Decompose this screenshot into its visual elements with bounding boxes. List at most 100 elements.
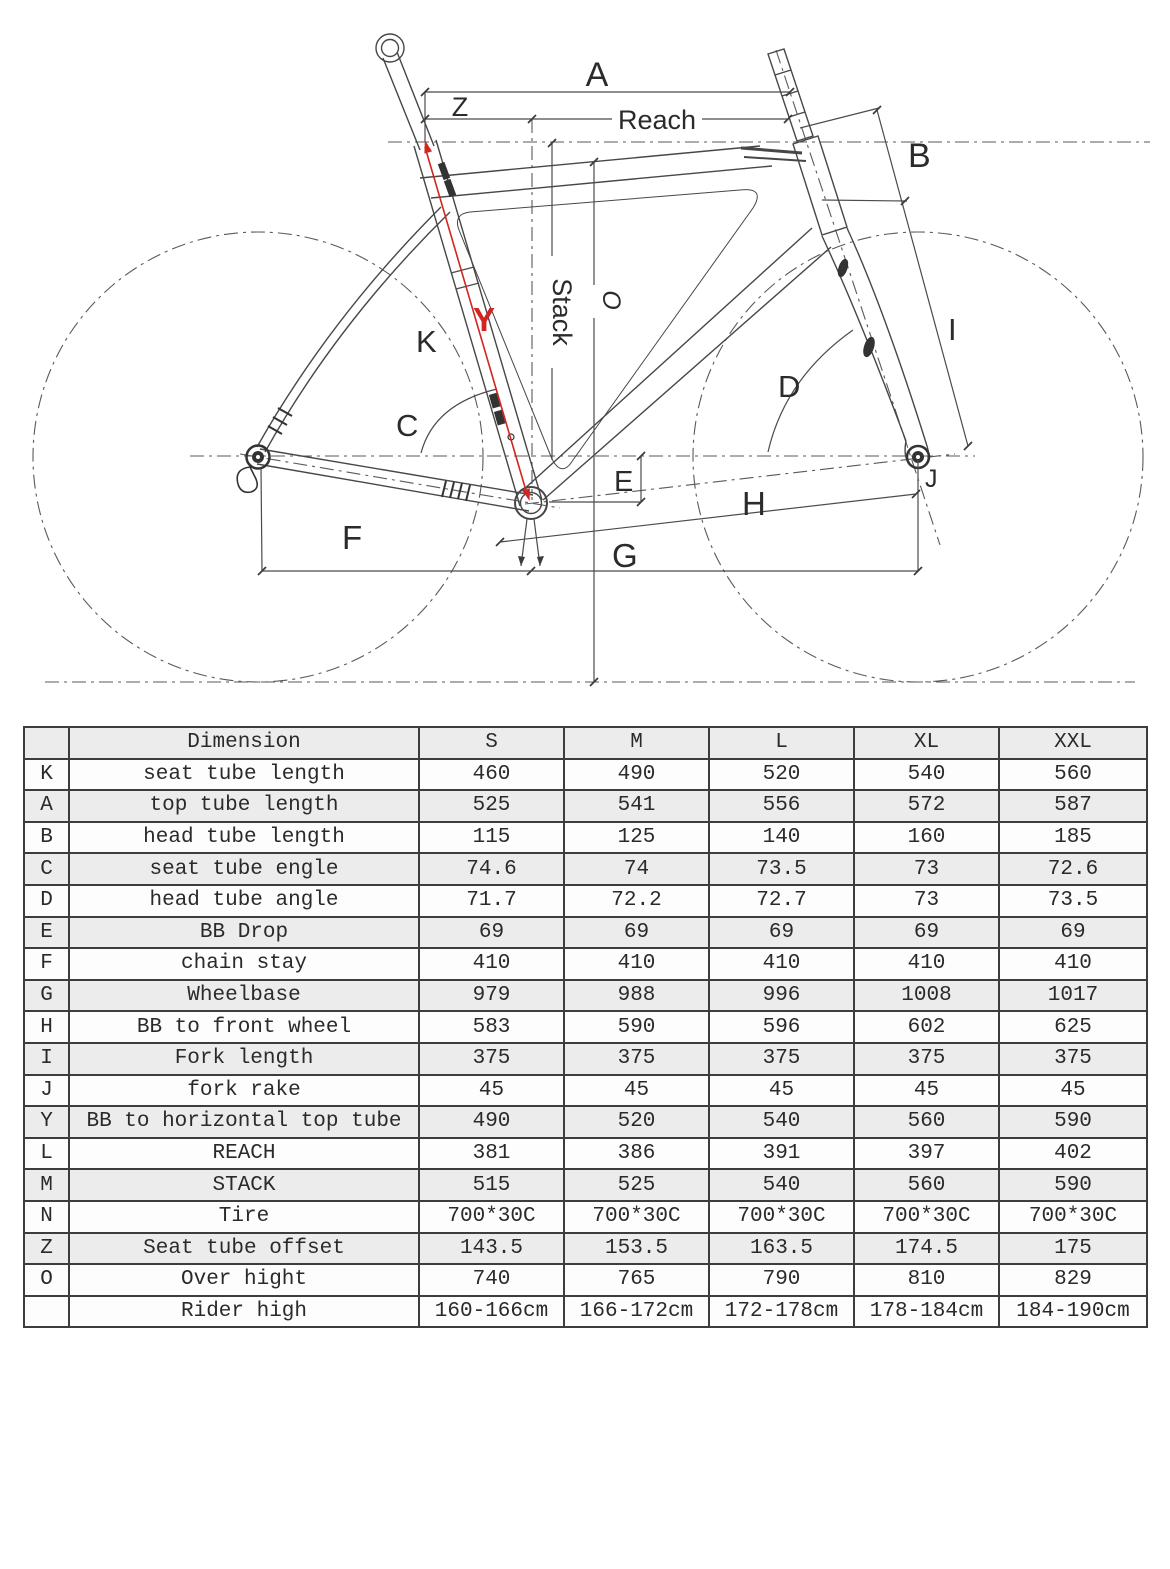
dimension-label: Rider high xyxy=(68,1294,420,1329)
value-S: 143.5 xyxy=(418,1231,565,1266)
value-XL: 45 xyxy=(853,1073,1000,1108)
chainstay-axis xyxy=(239,453,561,509)
value-XL: 73 xyxy=(853,883,1000,918)
dimension-key: M xyxy=(23,1168,70,1202)
value-S: 515 xyxy=(418,1168,565,1202)
header-size-L: L xyxy=(708,726,855,760)
reach-label-backing xyxy=(612,107,702,131)
value-S: 979 xyxy=(418,978,565,1013)
label-stack: Stack xyxy=(547,278,577,346)
value-XL: 602 xyxy=(853,1010,1000,1044)
dimension-key: O xyxy=(23,1263,70,1297)
value-XXL: 560 xyxy=(998,757,1148,792)
value-XXL: 175 xyxy=(998,1231,1148,1266)
value-S: 160-166cm xyxy=(418,1294,565,1329)
dimension-label: Wheelbase xyxy=(68,978,420,1013)
label-bb-front-H: H xyxy=(742,485,766,522)
steering-axis xyxy=(775,49,941,546)
value-XXL: 625 xyxy=(998,1010,1148,1044)
value-S: 74.6 xyxy=(418,852,565,886)
saddle-clamp-loop xyxy=(375,33,405,63)
label-fork-rake-J: J xyxy=(925,465,938,493)
dimension-key xyxy=(23,1294,70,1329)
value-L: 73.5 xyxy=(708,852,855,886)
dimension-label: BB Drop xyxy=(68,915,420,950)
value-XXL: 590 xyxy=(998,1168,1148,1202)
value-M: 69 xyxy=(563,915,710,950)
value-M: 525 xyxy=(563,1168,710,1202)
value-L: 69 xyxy=(708,915,855,950)
dimension-key: N xyxy=(23,1199,70,1234)
label-seat-offset-Z: Z xyxy=(452,92,469,122)
label-bb-toptube-Y: Y xyxy=(473,301,495,338)
dimension-label: top tube length xyxy=(68,789,420,823)
value-S: 583 xyxy=(418,1010,565,1044)
header-corner xyxy=(23,726,70,760)
dimension-key: I xyxy=(23,1041,70,1076)
header-size-M: M xyxy=(563,726,710,760)
header-dimension: Dimension xyxy=(68,726,420,760)
value-XXL: 45 xyxy=(998,1073,1148,1108)
dimension-label: Seat tube offset xyxy=(68,1231,420,1266)
value-M: 45 xyxy=(563,1073,710,1108)
label-wheelbase-G: G xyxy=(612,537,638,574)
value-XL: 560 xyxy=(853,1168,1000,1202)
dimension-label: head tube length xyxy=(68,820,420,855)
value-M: 490 xyxy=(563,757,710,792)
value-S: 740 xyxy=(418,1263,565,1297)
value-XL: 174.5 xyxy=(853,1231,1000,1266)
value-L: 410 xyxy=(708,947,855,981)
label-reach: Reach xyxy=(618,105,696,135)
value-L: 72.7 xyxy=(708,883,855,918)
label-head-tube-B: B xyxy=(908,137,931,175)
value-S: 525 xyxy=(418,789,565,823)
dimension-key: D xyxy=(23,883,70,918)
value-S: 700*30C xyxy=(418,1199,565,1234)
value-XXL: 700*30C xyxy=(998,1199,1148,1234)
value-S: 460 xyxy=(418,757,565,792)
frame-geometry-diagram: A Z Reach B Stack O Y K C D E F G H I J xyxy=(32,33,1150,687)
bottom-bracket xyxy=(514,486,548,520)
value-XL: 560 xyxy=(853,1105,1000,1139)
dimension-lines xyxy=(260,91,969,682)
seat-tube-measure-red xyxy=(424,140,530,501)
reference-lines xyxy=(32,49,1150,683)
value-L: 140 xyxy=(708,820,855,855)
value-M: 166-172cm xyxy=(563,1294,710,1329)
value-M: 541 xyxy=(563,789,710,823)
value-M: 590 xyxy=(563,1010,710,1044)
dimension-arrowheads xyxy=(518,556,544,566)
value-S: 69 xyxy=(418,915,565,950)
dimension-ticks xyxy=(257,87,973,687)
value-XXL: 375 xyxy=(998,1041,1148,1076)
dimension-key: B xyxy=(23,820,70,855)
value-XXL: 590 xyxy=(998,1105,1148,1139)
label-chainstay-F: F xyxy=(342,519,362,556)
value-L: 790 xyxy=(708,1263,855,1297)
value-L: 163.5 xyxy=(708,1231,855,1266)
value-XXL: 829 xyxy=(998,1263,1148,1297)
dimension-key: J xyxy=(23,1073,70,1108)
dimension-label: STACK xyxy=(68,1168,420,1202)
value-XL: 397 xyxy=(853,1136,1000,1171)
dimension-label: BB to front wheel xyxy=(68,1010,420,1044)
value-XL: 540 xyxy=(853,757,1000,792)
value-S: 375 xyxy=(418,1041,565,1076)
dimension-label: seat tube length xyxy=(68,757,420,792)
dimension-label: fork rake xyxy=(68,1073,420,1108)
value-M: 520 xyxy=(563,1105,710,1139)
